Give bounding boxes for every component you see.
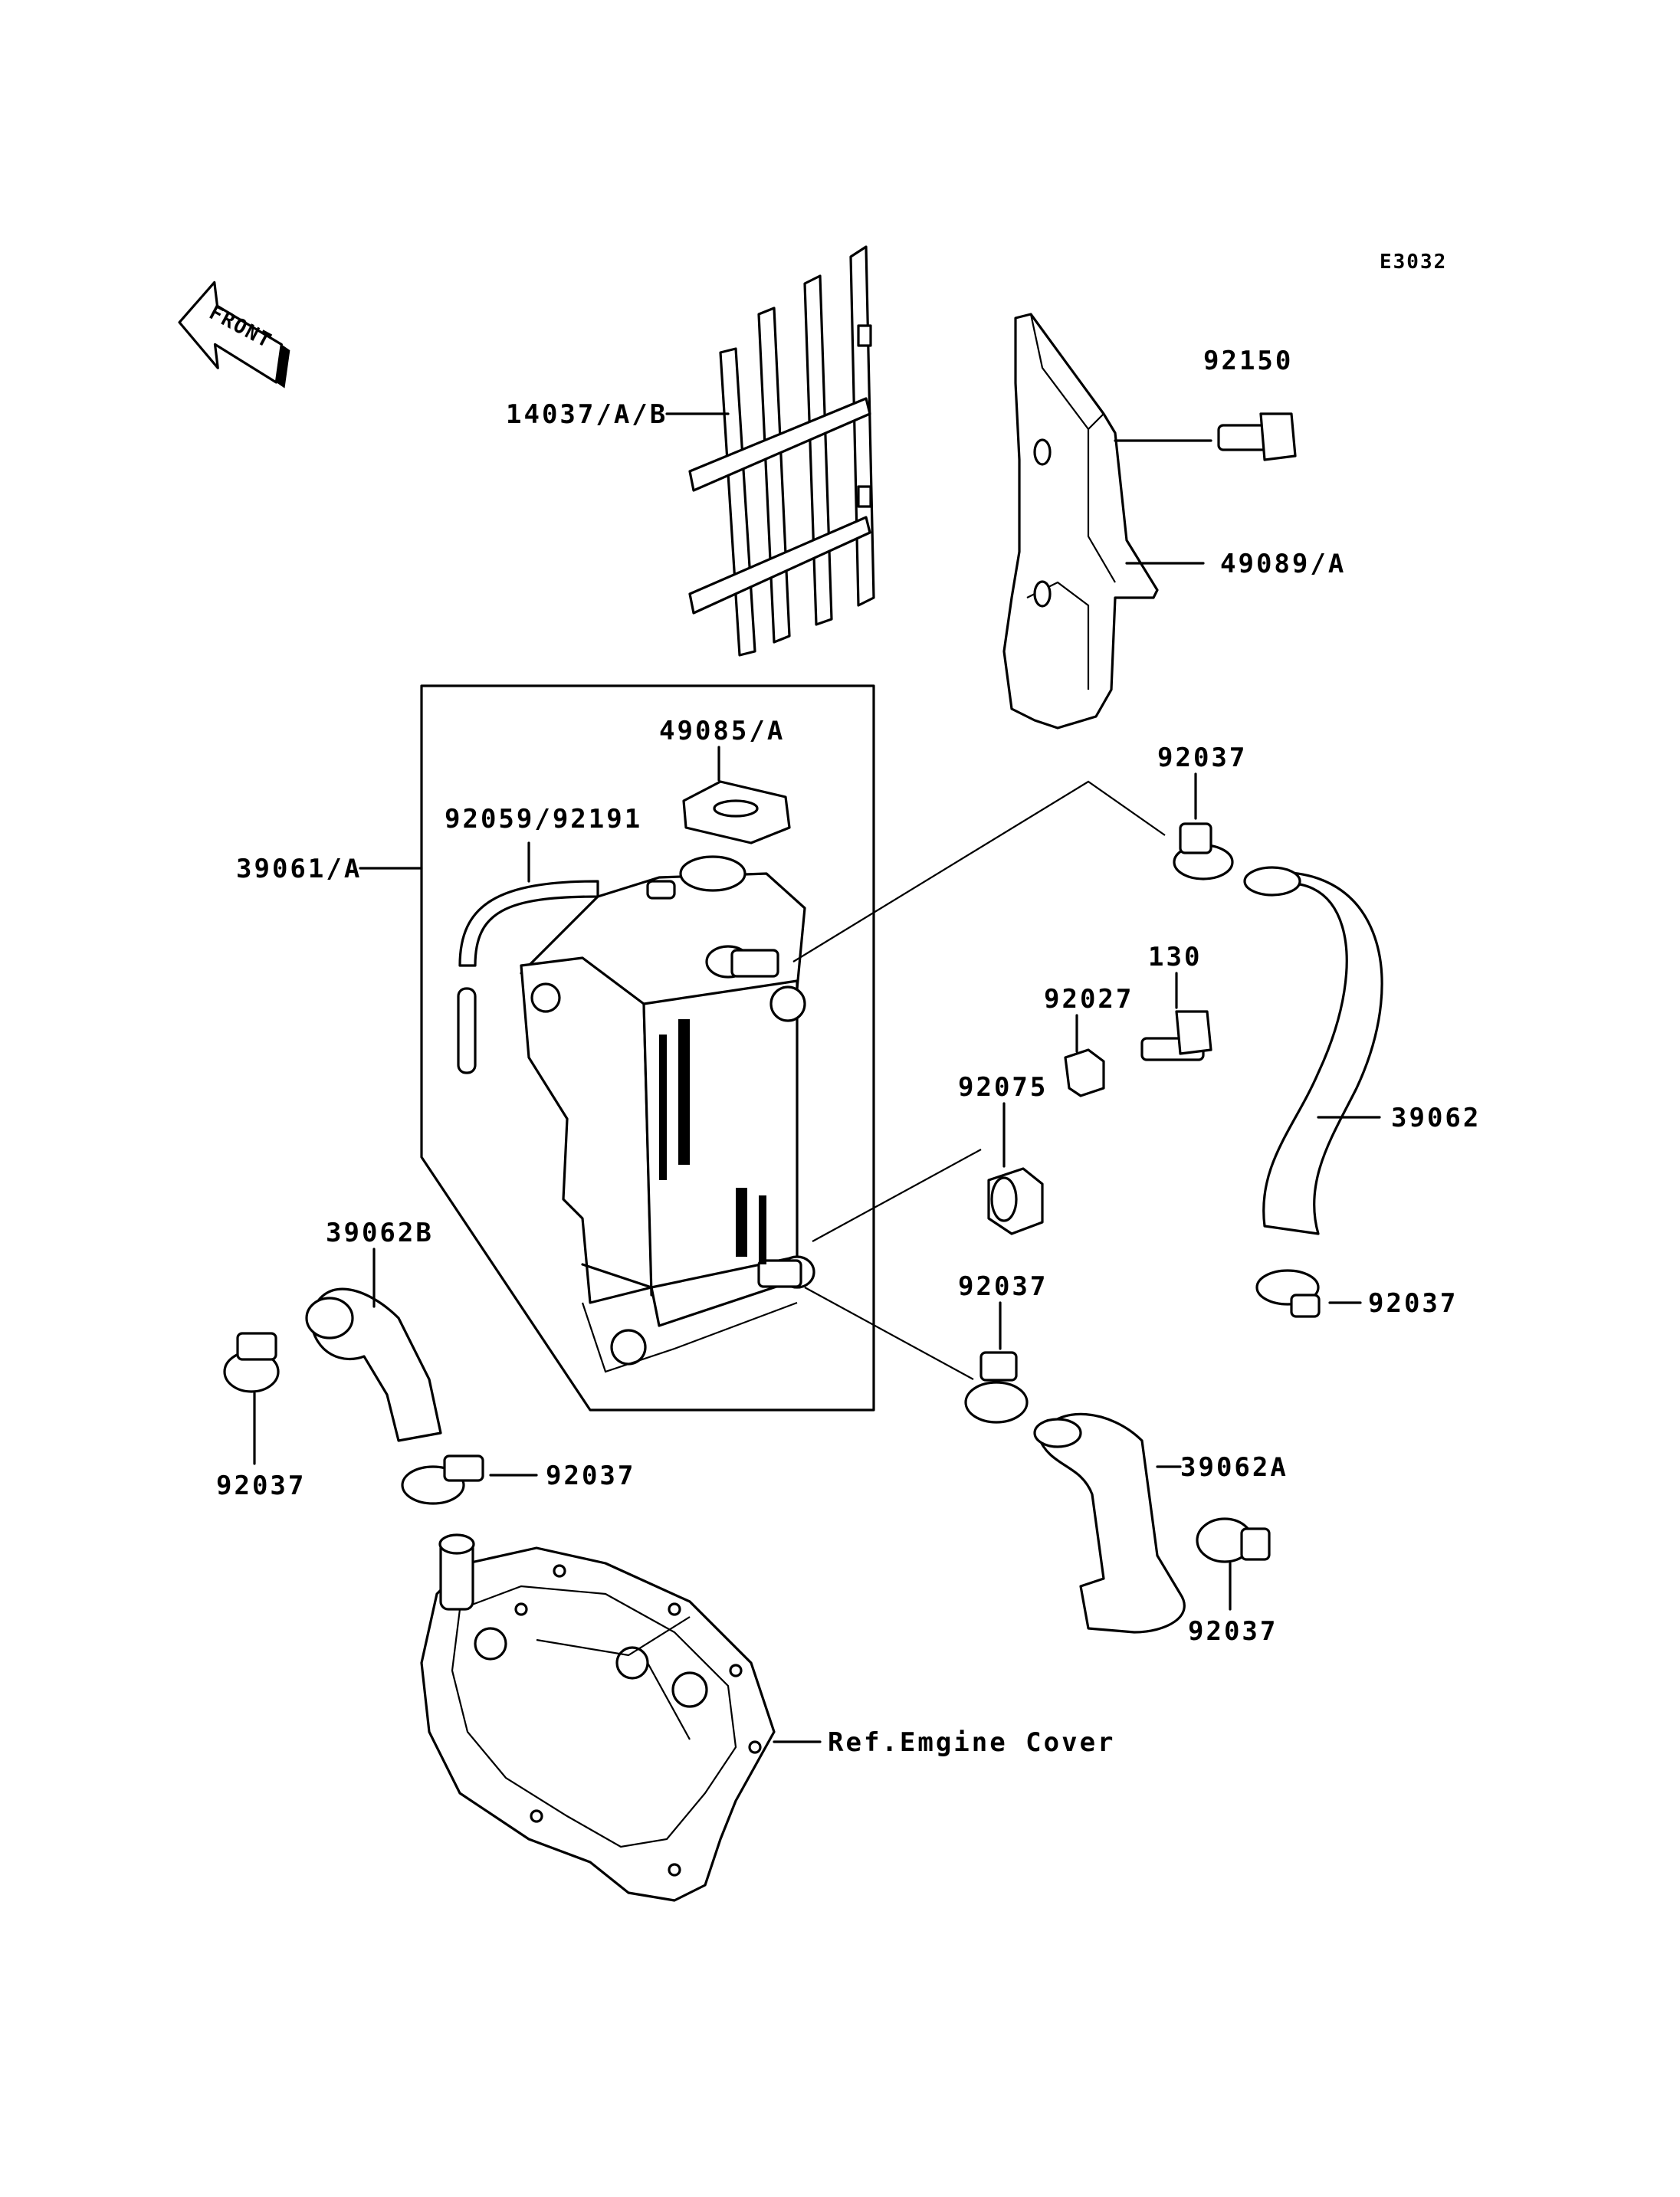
radiator-louver xyxy=(688,245,875,657)
label-130: 130 xyxy=(1148,942,1202,972)
label-92037-left: 92037 xyxy=(216,1471,306,1501)
radiator-hose-lower xyxy=(1033,1412,1186,1634)
grommet xyxy=(987,1167,1044,1235)
radiator-shroud xyxy=(1002,313,1159,730)
hose-clamp xyxy=(1255,1269,1321,1318)
label-92037-top: 92037 xyxy=(1157,743,1247,773)
label-92150: 92150 xyxy=(1203,346,1293,376)
label-92027: 92027 xyxy=(1044,984,1134,1015)
hose-clamp xyxy=(401,1454,484,1505)
label-92037-bottom-right: 92037 xyxy=(1188,1616,1278,1647)
label-49089: 49089/A xyxy=(1220,549,1346,579)
radiator xyxy=(520,855,815,1373)
cap-seal xyxy=(682,780,791,844)
label-92075: 92075 xyxy=(958,1072,1048,1103)
bolt-130 xyxy=(1140,1010,1212,1061)
hose-clamp xyxy=(223,1332,280,1393)
label-39062B: 39062B xyxy=(326,1218,434,1248)
label-39062A: 39062A xyxy=(1180,1452,1288,1483)
label-39062: 39062 xyxy=(1391,1103,1481,1133)
collar xyxy=(1064,1048,1105,1097)
hose-clamp xyxy=(1196,1517,1271,1563)
radiator-hose-upper xyxy=(1243,866,1383,1235)
label-49085: 49085/A xyxy=(659,716,785,746)
small-hose xyxy=(457,880,599,1074)
label-92037-right: 92037 xyxy=(1368,1288,1458,1319)
label-39061: 39061/A xyxy=(236,854,362,884)
radiator-assembly-frame xyxy=(420,684,875,1412)
label-92059: 92059/92191 xyxy=(445,804,642,835)
label-14037: 14037/A/B xyxy=(506,399,668,430)
label-ref-engine-cover: Ref.Emgine Cover xyxy=(828,1727,1116,1758)
hose-clamp xyxy=(1173,822,1234,880)
radiator-hose-left xyxy=(305,1287,442,1442)
front-arrow-icon: FRONT xyxy=(178,280,290,389)
hose-clamp xyxy=(964,1351,1029,1424)
label-92037-mid: 92037 xyxy=(958,1271,1048,1302)
engine-cover xyxy=(420,1533,776,1902)
bolt-92150 xyxy=(1217,412,1297,461)
diagram-code: E3032 xyxy=(1380,251,1447,274)
label-92037-bottom-left: 92037 xyxy=(546,1461,635,1491)
